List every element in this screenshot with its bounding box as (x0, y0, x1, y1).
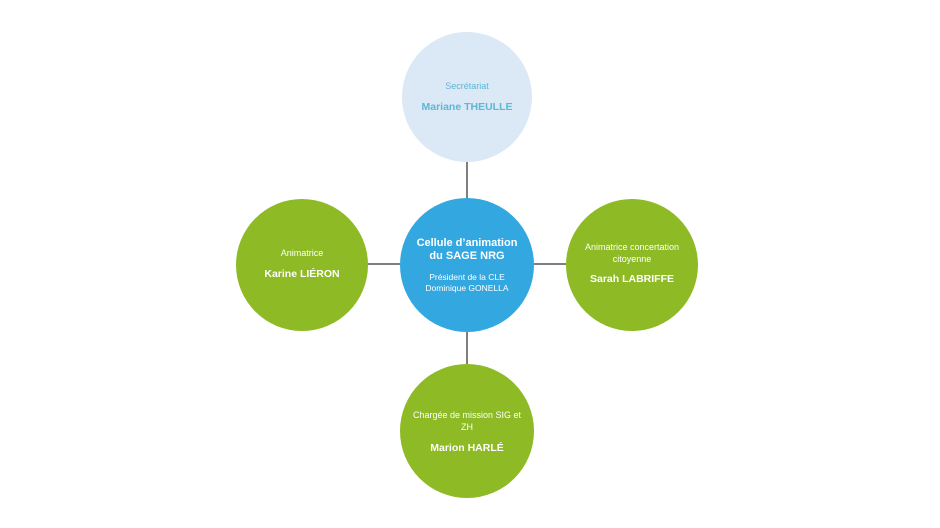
center-node: Cellule d’animation du SAGE NRG Présiden… (400, 198, 534, 332)
secretariat-node: Secrétariat Mariane THEULLE (402, 32, 532, 162)
bottom-role: Chargée de mission SIG et ZH (412, 410, 522, 432)
bottom-person: Marion HARLÉ (430, 442, 504, 454)
center-title: Cellule d’animation du SAGE NRG (416, 236, 518, 262)
secretariat-person: Mariane THEULLE (421, 101, 513, 113)
left-role: Animatrice (280, 248, 324, 258)
center-person: Dominique GONELLA (425, 282, 509, 293)
secretariat-role: Secrétariat (445, 81, 489, 91)
center-role: Président de la CLE (429, 271, 505, 282)
right-node: Animatrice concertation citoyenne Sarah … (566, 199, 698, 331)
right-person: Sarah LABRIFFE (589, 273, 674, 285)
bottom-node: Chargée de mission SIG et ZH Marion HARL… (400, 364, 534, 498)
center-subtitle: Président de la CLE Dominique GONELLA (425, 272, 508, 294)
left-person: Karine LIÉRON (264, 268, 340, 280)
left-node: Animatrice Karine LIÉRON (236, 199, 368, 331)
right-role: Animatrice concertation citoyenne (584, 242, 680, 264)
